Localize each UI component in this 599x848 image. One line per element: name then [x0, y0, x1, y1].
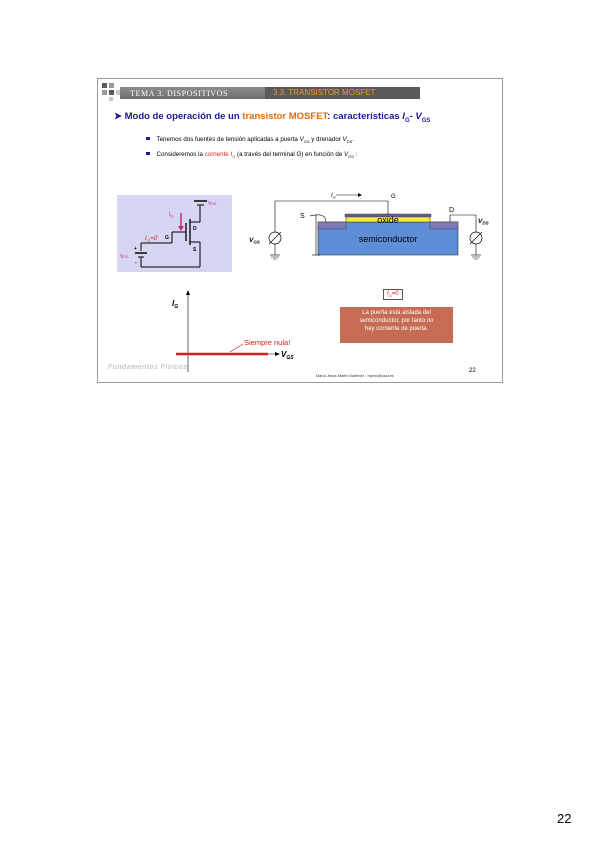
bullet-red-text: corriente: [204, 151, 231, 158]
bullet-text: .: [352, 136, 354, 143]
gate-label: G: [165, 235, 169, 241]
mosfet-device-cross-section: oxide semiconductor IG G S D VGS VDS: [249, 193, 489, 260]
plot-annotation: Siempre nula!: [244, 338, 290, 347]
note-ig-zero: IG=0: [383, 289, 403, 301]
ig-zero-label: IG=0: [145, 235, 158, 243]
bullet-1: Tenemos dos fuentes de tensión aplicadas…: [146, 136, 354, 144]
ig-label: IG: [169, 212, 174, 219]
title-i: I: [402, 111, 405, 122]
drain-label: D: [193, 226, 197, 232]
source-region: [317, 221, 347, 230]
footer-logo: Fundamentos Físicos: [108, 364, 188, 371]
ig-vgs-plot: IG VGS Siempre nula!: [172, 290, 294, 372]
header-squares-decoration: [102, 83, 121, 101]
bullet-text: :: [353, 151, 358, 158]
plot-ylabel: IG: [172, 299, 178, 310]
bullet-sub: GS: [348, 154, 354, 160]
page-number: 22: [557, 811, 572, 826]
note-ig: I: [387, 291, 389, 297]
bullet-text: Tenemos dos fuentes de tensión aplicadas…: [156, 136, 300, 143]
slide: TEMA 3. DISPOSITIVOS 3.3. TRANSISTOR MOS…: [97, 78, 503, 383]
note-box: La puerta está aislada del semiconductor…: [340, 307, 453, 343]
oxide-label: oxide: [377, 215, 399, 225]
bullet-text: Consideremos la: [156, 151, 205, 158]
header-section: 3.3. TRANSISTOR MOSFET: [265, 87, 420, 99]
drain-region: [429, 221, 459, 230]
bullet-2: Consideremos la corriente IG (a través d…: [146, 151, 357, 159]
header-bar: TEMA 3. DISPOSITIVOS 3.3. TRANSISTOR MOS…: [120, 87, 420, 99]
title-highlight: transistor MOSFET: [242, 111, 328, 122]
note-line: hay corriente de puerta.: [364, 326, 429, 332]
bullet-var: V: [344, 151, 349, 158]
bullet-text: (a través del terminal G) en función de: [235, 151, 344, 158]
footer-author: María Jesús Martín Martínez : mjmm@usal.…: [316, 374, 394, 378]
title-i-sub: G: [404, 117, 410, 124]
vgs-top-label: VGS: [208, 201, 217, 207]
plot-xlabel: VGS: [281, 350, 294, 361]
note-ig-sub: G: [388, 293, 392, 299]
note-line: La puerta está aislada del: [362, 310, 431, 316]
bullet-sub: GS: [303, 139, 310, 145]
note-line: semiconductor, por tanto no: [359, 318, 434, 324]
bullet-sub: G: [232, 154, 236, 160]
device-ig-label: IG: [331, 193, 336, 200]
device-gate-label: G: [391, 194, 396, 200]
title-dash: -: [409, 111, 416, 122]
semiconductor-label: semiconductor: [359, 234, 418, 244]
bullet-var: V: [342, 136, 347, 143]
mosfet-circuit-diagram: VGS IG IG=0 G D S VGS + -: [117, 195, 232, 272]
bullet-text: y drenador: [309, 136, 343, 143]
bullet-var: I: [230, 151, 233, 158]
note-ig-val: =0: [391, 291, 399, 297]
device-vgs-label: VGS: [249, 237, 260, 245]
minus-label: -: [135, 260, 137, 266]
title-v: V: [415, 111, 422, 122]
header-topic: TEMA 3. DISPOSITIVOS: [130, 88, 229, 98]
circuit-schematic: VGS IG IG=0 G D S VGS + -: [120, 200, 217, 268]
device-drain-label: D: [449, 207, 454, 214]
title-v-sub: GS: [421, 117, 431, 124]
slide-title: ➤ Modo de operación de un transistor MOS…: [114, 111, 430, 124]
source-label: S: [193, 247, 197, 253]
title-mid: : características: [327, 111, 403, 122]
device-source-label: S: [300, 213, 305, 220]
title-prefix: ➤ Modo de operación de un: [114, 111, 243, 122]
plus-label: +: [134, 246, 137, 252]
slide-number: 22: [469, 368, 476, 374]
vgs-left-label: VGS: [120, 254, 129, 260]
bullet-square-icon: [146, 136, 150, 140]
device-vds-label: VDS: [478, 218, 489, 226]
bullet-sub: DS: [346, 139, 353, 145]
bullet-square-icon: [146, 151, 150, 155]
bullet-var: V: [299, 136, 304, 143]
